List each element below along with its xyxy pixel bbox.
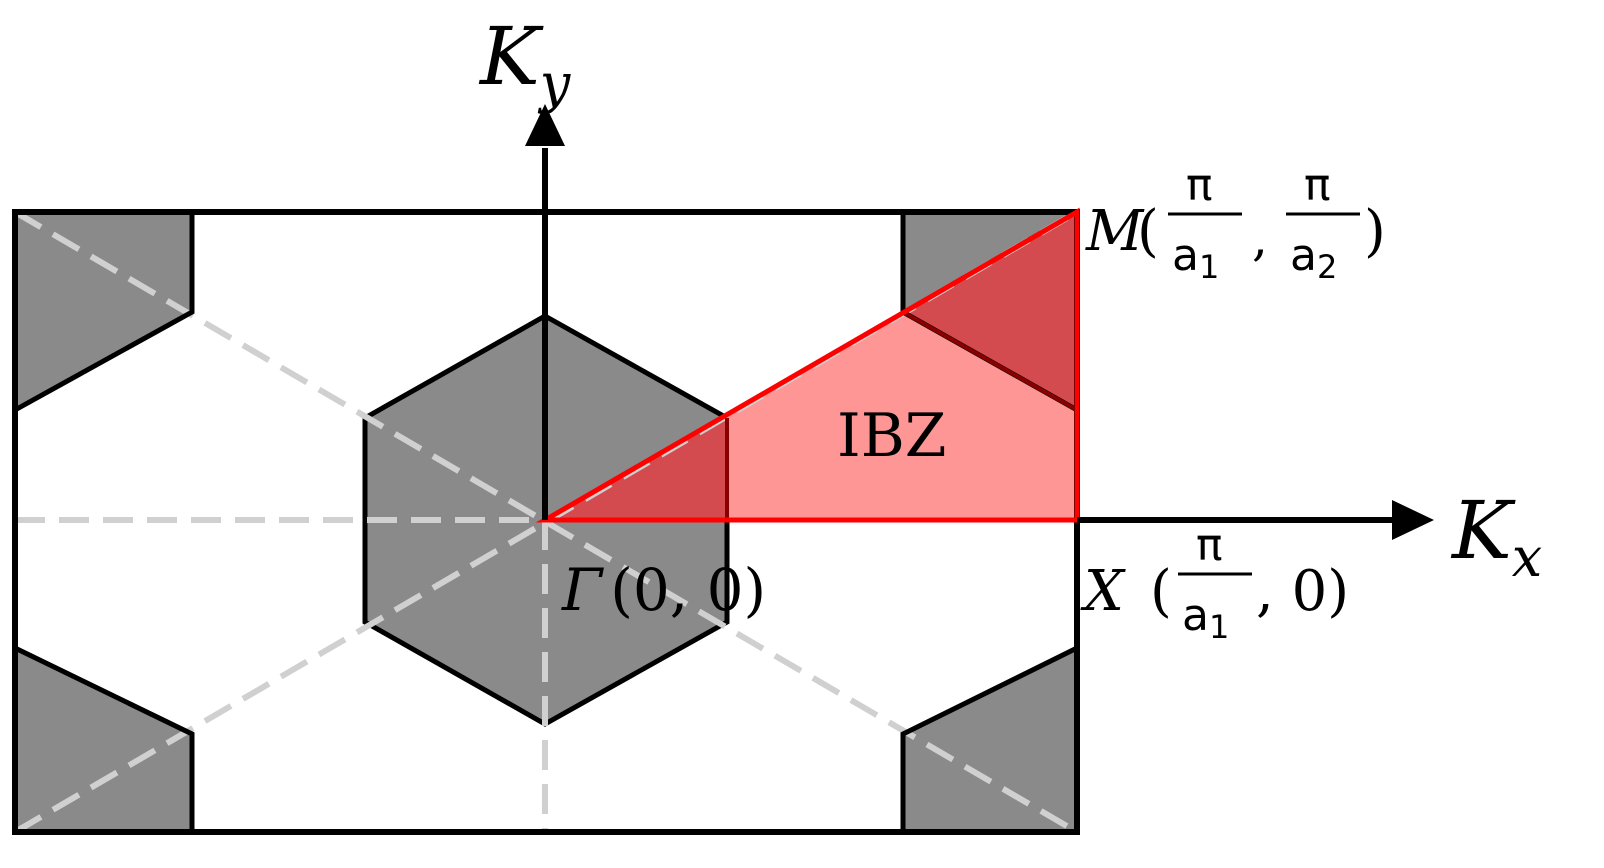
kx-axis-label: Kx	[1450, 484, 1542, 589]
ibz-outline	[535, 207, 1080, 523]
ibz-overlap-corner	[903, 212, 1077, 410]
kx-axis-subscript: x	[1512, 526, 1542, 589]
ky-axis-arrowhead	[525, 104, 565, 146]
ky-axis-label: Ky	[478, 10, 572, 115]
m-point-label: M ( π a1 , π a2 )	[1085, 160, 1386, 286]
m-numerator-2: π	[1304, 160, 1331, 211]
kx-axis-arrowhead	[1392, 500, 1434, 540]
corner-fragment-bottom-right	[903, 648, 1077, 832]
m-denominator-2: a2	[1290, 230, 1337, 286]
gamma-point-label: Γ(0, 0)	[561, 556, 766, 624]
x-coords-rest: , 0)	[1256, 559, 1349, 624]
x-numerator-1: π	[1196, 520, 1223, 571]
m-symbol: M	[1085, 199, 1145, 264]
x-denominator-1: a1	[1182, 590, 1229, 646]
kx-axis-letter: K	[1450, 484, 1516, 577]
m-open-paren: (	[1137, 199, 1159, 264]
x-symbol: X	[1080, 559, 1126, 624]
m-numerator-1: π	[1186, 160, 1213, 211]
gamma-coords: (0, 0)	[610, 556, 766, 624]
x-point-label: X ( π a1 , 0)	[1080, 520, 1349, 646]
m-close-paren: )	[1364, 199, 1386, 264]
gamma-symbol: Γ	[561, 556, 604, 624]
ibz-label: IBZ	[837, 401, 946, 471]
ky-axis-subscript: y	[538, 52, 572, 115]
corner-fragment-top-left	[15, 212, 192, 410]
ky-axis-letter: K	[478, 10, 544, 103]
x-open-paren: (	[1150, 559, 1172, 624]
m-comma: ,	[1252, 209, 1268, 267]
m-denominator-1: a1	[1172, 230, 1219, 286]
corner-fragment-bottom-left	[15, 648, 192, 832]
ibz-inner-edges	[725, 310, 1078, 520]
